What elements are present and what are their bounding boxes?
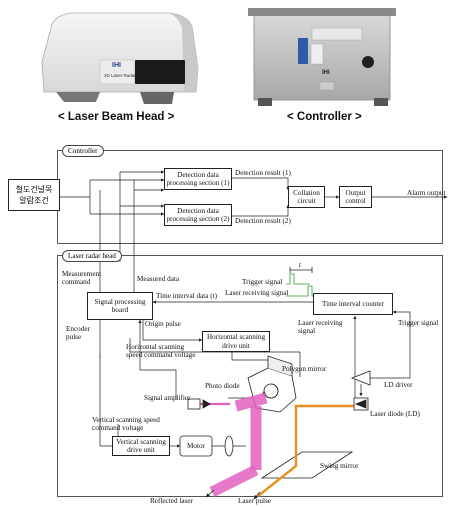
laser-receiving-top: Laser receiving signal bbox=[225, 289, 289, 297]
detection-section-2: Detection data processing section (2) bbox=[164, 204, 232, 226]
korean-alarm-condition-box: 철도건널목 알람조건 bbox=[8, 179, 60, 211]
laser-diode-label: Laser diode (LD) bbox=[370, 410, 420, 418]
controller-photo bbox=[248, 8, 396, 106]
measured-data: Measured data bbox=[137, 275, 180, 283]
vertical-drive-unit: Vertical scanning drive unit bbox=[112, 436, 170, 456]
polygon-mirror-label: Polygon mirror bbox=[282, 365, 327, 373]
trigger-waveform bbox=[286, 267, 322, 297]
collation-circuit: Collation circuit bbox=[288, 186, 325, 208]
controller-brand: IHI bbox=[322, 70, 330, 76]
reflected-laser-beam bbox=[196, 392, 268, 497]
t-symbol: t bbox=[299, 261, 301, 269]
motor-shape bbox=[179, 435, 234, 457]
signal-processing-board: Signal processing board bbox=[87, 292, 153, 320]
output-control: Output control bbox=[339, 186, 372, 208]
ld-driver-label: LD driver bbox=[384, 381, 413, 389]
photo-area bbox=[41, 8, 396, 106]
signal-amplifier-label: Signal amplifier bbox=[144, 394, 191, 402]
detection-section-1: Detection data processing section (1) bbox=[164, 168, 232, 190]
laser-head-model: 3D Laser Radar bbox=[104, 73, 136, 78]
laser-diode-symbol bbox=[353, 397, 369, 411]
origin-pulse: Origin pulse bbox=[145, 320, 181, 328]
laser-pulse-label: Laser pulse bbox=[238, 497, 271, 505]
encoder-pulse: Encoder pulse bbox=[66, 325, 90, 341]
vertical-speed-voltage: Vertical scanning speed command voltage bbox=[92, 416, 160, 432]
laser-radar-head-frame bbox=[57, 255, 443, 497]
detection-result-2: Detection result (2) bbox=[235, 217, 291, 225]
photo-diode-symbol bbox=[187, 398, 211, 410]
laser-receiving-signal: Laser receiving signal bbox=[298, 319, 343, 335]
time-interval-counter: Time interval counter bbox=[313, 293, 393, 315]
motor-label: Motor bbox=[187, 442, 205, 450]
horizontal-drive-unit: Horizontal scanning drive unit bbox=[202, 331, 270, 352]
laser-pulse-beam bbox=[257, 404, 356, 497]
swing-mirror-label: Swing mirror bbox=[320, 462, 359, 470]
laser-beam-head-photo bbox=[41, 12, 199, 104]
time-interval-data: Time interval data (t) bbox=[156, 292, 218, 300]
controller-caption: < Controller > bbox=[287, 111, 362, 123]
measurement-command: Measurement command bbox=[62, 270, 102, 286]
ld-driver-symbol bbox=[350, 370, 371, 386]
reflected-laser-label: Reflected laser bbox=[150, 497, 193, 505]
laser-head-brand: IHI bbox=[112, 62, 121, 69]
swing-mirror-shape bbox=[260, 451, 354, 479]
laser-head-caption: < Laser Beam Head > bbox=[58, 111, 175, 123]
laser-radar-head-label: Laser radar head bbox=[62, 250, 122, 262]
trigger-signal-top: Trigger signal bbox=[242, 278, 283, 286]
detection-result-1: Detection result (1) bbox=[235, 169, 291, 177]
controller-frame-label: Controller bbox=[62, 145, 104, 157]
trigger-signal: Trigger signal bbox=[398, 319, 439, 327]
horizontal-speed-voltage: Horizontal scanning speed command voltag… bbox=[126, 343, 196, 359]
alarm-output: Alarm output bbox=[407, 189, 446, 197]
photo-diode-label: Photo diode bbox=[205, 382, 240, 390]
